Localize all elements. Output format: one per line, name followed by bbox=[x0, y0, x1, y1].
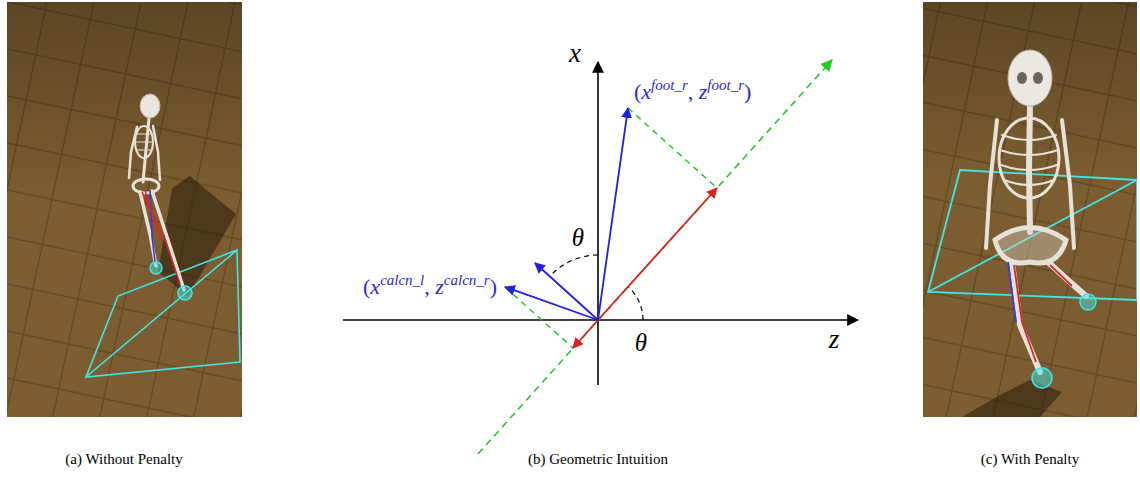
ribs bbox=[1000, 135, 1058, 185]
pelvis bbox=[995, 228, 1066, 264]
angle-arc bbox=[628, 287, 643, 320]
support-polygon bbox=[928, 170, 1137, 300]
projection-line bbox=[505, 287, 573, 348]
arm-right bbox=[153, 126, 160, 180]
foot-contact bbox=[178, 286, 192, 300]
position-vector bbox=[598, 108, 628, 320]
superscript: calcn_l bbox=[380, 272, 424, 288]
superscript: foot_r bbox=[651, 77, 688, 93]
geometric-intuition bbox=[343, 60, 858, 454]
floor-shade bbox=[7, 2, 242, 202]
math-text: x bbox=[641, 79, 651, 104]
x-axis bbox=[597, 62, 599, 385]
leg-right bbox=[152, 191, 184, 290]
render-without-penalty bbox=[7, 2, 242, 417]
z-axis bbox=[343, 319, 858, 321]
skeleton bbox=[129, 118, 184, 290]
foot-contact bbox=[150, 262, 162, 274]
arm-left bbox=[986, 120, 997, 248]
shadow bbox=[158, 176, 236, 296]
leg-right bbox=[1048, 262, 1086, 296]
position-vector bbox=[505, 287, 598, 320]
muscle-red bbox=[142, 192, 180, 284]
muscle-red bbox=[1014, 265, 1036, 362]
muscle-blue bbox=[1008, 262, 1016, 322]
subcaption: (c) With Penalty bbox=[981, 451, 1079, 468]
foot-contact bbox=[1080, 294, 1096, 310]
angle-arc bbox=[550, 255, 598, 277]
ribs bbox=[136, 134, 152, 150]
skull bbox=[1008, 50, 1052, 106]
coordinate-label: (xcalcn_l, zcalcn_r) bbox=[363, 274, 497, 299]
foot-contact bbox=[1032, 368, 1052, 388]
projection-vector bbox=[573, 320, 598, 348]
muscle-red bbox=[1050, 265, 1072, 286]
support-polygon bbox=[86, 250, 240, 377]
rotated-axis bbox=[478, 60, 832, 454]
math-text: ) bbox=[744, 79, 751, 104]
arm-left bbox=[129, 127, 137, 178]
render-with-penalty bbox=[923, 2, 1137, 417]
math-text: ( bbox=[634, 79, 641, 104]
subcaption: (a) Without Penalty bbox=[65, 451, 182, 468]
muscle-blue bbox=[150, 190, 155, 262]
muscle-red bbox=[145, 190, 160, 240]
spine bbox=[1029, 104, 1030, 232]
math-text: , bbox=[424, 274, 435, 299]
ribcage bbox=[999, 118, 1059, 198]
math-text: ) bbox=[490, 274, 497, 299]
math-text: z bbox=[699, 79, 708, 104]
superscript: calcn_r bbox=[444, 272, 490, 288]
skull bbox=[140, 94, 160, 118]
support-diagonal bbox=[86, 250, 237, 377]
math-text: ( bbox=[363, 274, 370, 299]
eye-socket bbox=[1033, 72, 1043, 84]
math-text: z bbox=[435, 274, 444, 299]
superscript: foot_r bbox=[707, 77, 744, 93]
coordinate-label: (xfoot_r, zfoot_r) bbox=[634, 79, 751, 104]
angle-label: θ bbox=[572, 224, 584, 253]
ribcage bbox=[135, 126, 153, 158]
arm-right bbox=[1062, 120, 1074, 248]
skeleton bbox=[986, 104, 1086, 372]
projection-vector bbox=[598, 188, 717, 320]
floor bbox=[7, 2, 242, 417]
projection-line bbox=[628, 108, 717, 188]
math-text: , bbox=[688, 79, 699, 104]
angle-label: θ bbox=[635, 329, 647, 358]
axis-label: x bbox=[569, 38, 581, 69]
position-vector bbox=[535, 263, 598, 320]
subcaption: (b) Geometric Intuition bbox=[528, 451, 668, 468]
axis-label: z bbox=[829, 324, 840, 355]
eye-socket bbox=[1017, 72, 1027, 84]
floor bbox=[923, 2, 1137, 417]
math-text: x bbox=[370, 274, 380, 299]
